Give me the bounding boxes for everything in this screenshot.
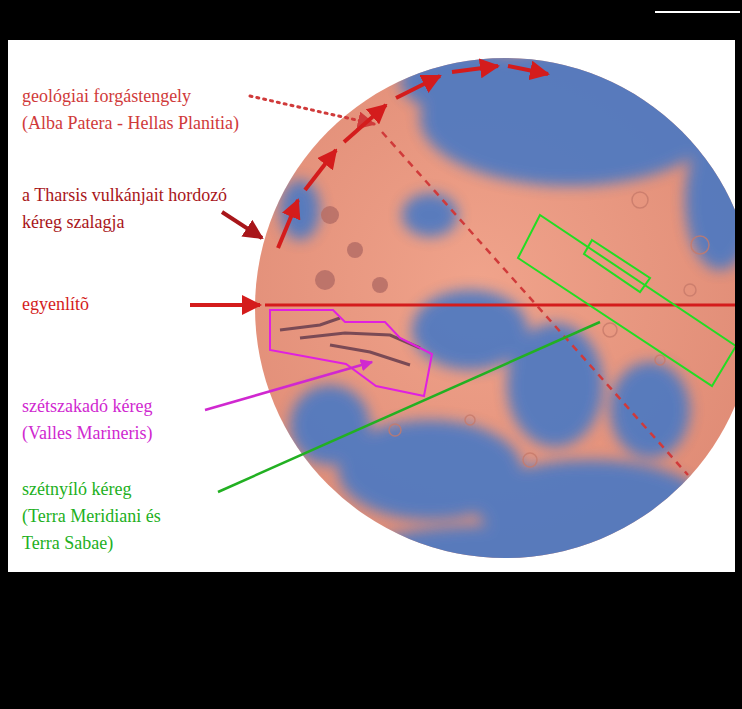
equator-label: egyenlítõ [22,291,182,318]
tharsis-pointer [222,212,262,238]
equator-line [265,304,735,307]
terra-label: szétnyíló kéreg [22,476,212,503]
terra-pointer [218,322,600,492]
terra-outline [518,215,735,386]
tharsis-label: a Tharsis vulkánjait hordozó kéreg szala… [22,182,262,236]
rotation-axis [382,132,688,475]
valles-pointer [205,362,372,410]
axis-pointer [250,96,374,124]
axis-sublabel: (Alba Patera - Hellas Planitia) [22,110,282,137]
terra-sublabel: (Terra Meridiani és Terra Sabae) [22,503,200,557]
tharsis-arc-arrows [278,66,548,248]
valles-label: szétszakadó kéreg [22,393,202,420]
equator-pointer [190,303,260,307]
terra-inner-outline [584,240,650,292]
valles-sublabel: (Valles Marineris) [22,420,222,447]
canyon-lines [280,318,420,365]
axis-label: geológiai forgástengely [22,83,262,110]
